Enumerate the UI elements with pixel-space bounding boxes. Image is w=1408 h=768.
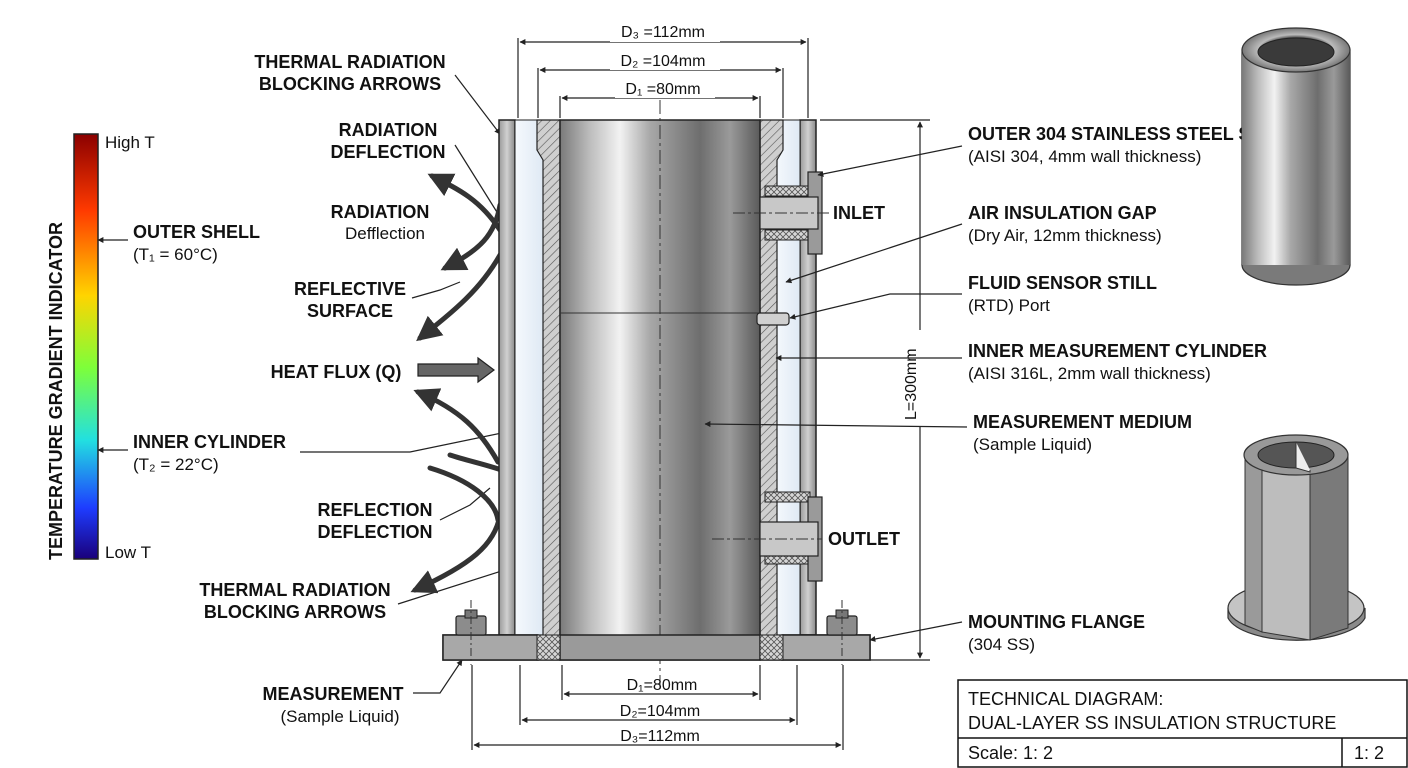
cylinder-3d-view: [1241, 27, 1351, 286]
inner-cylinder-temp: (T₂ = 22°C): [133, 455, 219, 474]
dim-d1-top: D₁ =80mm: [625, 81, 700, 98]
outer-shell-temp: (T₁ = 60°C): [133, 245, 218, 264]
inner-cylinder-steel-sublabel: (AISI 316L, 2mm wall thickness): [968, 364, 1211, 383]
dim-d2-bottom: D₂=104mm: [620, 703, 700, 720]
thermal-radiation-top-label: THERMAL RADIATION: [254, 52, 445, 72]
radiation-arrows: [410, 173, 544, 594]
dim-d3-top: D₃ =112mm: [621, 24, 705, 41]
heat-flux-label: HEAT FLUX (Q): [271, 362, 402, 382]
gradient-bar: [73, 133, 99, 560]
title-block-line1: TECHNICAL DIAGRAM:: [968, 689, 1163, 709]
blocking-arrows-bottom-label: BLOCKING ARROWS: [204, 602, 386, 622]
thermal-radiation-bottom-label: THERMAL RADIATION: [199, 580, 390, 600]
outer-shell-label: OUTER SHELL: [133, 222, 260, 242]
inner-cylinder-label: INNER CYLINDER: [133, 432, 286, 452]
deflection-arrow-2: [440, 202, 503, 271]
radiation-deflection-label-2: DEFLECTION: [331, 142, 446, 162]
flange-sublabel: (304 SS): [968, 635, 1035, 654]
dim-length: L=300mm: [903, 348, 920, 420]
reflection-deflection-label: REFLECTION: [318, 500, 433, 520]
outlet-label: OUTLET: [828, 529, 900, 549]
blocking-arrows-top-label: BLOCKING ARROWS: [259, 74, 441, 94]
gradient-title: TEMPERATURE GRADIENT INDICATOR: [46, 222, 66, 560]
defflection-small-label: Defflection: [345, 224, 425, 243]
title-block-scale-value: 1: 2: [1354, 743, 1384, 763]
flange-label: MOUNTING FLANGE: [968, 612, 1145, 632]
outer-shell-steel-label: OUTER 304 STAINLESS STEEL SHELL: [968, 124, 1297, 144]
cutaway-3d-view: [1227, 434, 1366, 641]
cross-section: [442, 100, 871, 690]
bolt-right-icon: [826, 600, 858, 665]
dim-d3-bottom: D₃=112mm: [620, 728, 700, 745]
inlet-label: INLET: [833, 203, 885, 223]
right-annotations: OUTER 304 STAINLESS STEEL SHELL (AISI 30…: [704, 124, 1297, 654]
left-annotations: THERMAL RADIATION BLOCKING ARROWS RADIAT…: [199, 52, 531, 726]
sensor-label: FLUID SENSOR STILL: [968, 273, 1157, 293]
title-block-scale-label: Scale: 1: 2: [968, 743, 1053, 763]
deflection-arrow-6: [427, 465, 501, 523]
reflection-deflection-label-2: DEFLECTION: [318, 522, 433, 542]
heat-flux-arrow-icon: [417, 356, 495, 384]
dimension-labels: D₃ =112mm D₂ =104mm D₁ =80mm D₁=80mm D₂=…: [610, 20, 922, 745]
outlet-port: [712, 496, 823, 582]
radiation-deflection-label: RADIATION: [339, 120, 438, 140]
air-gap-sublabel: (Dry Air, 12mm thickness): [968, 226, 1162, 245]
reflective-surface-label: REFLECTIVE: [294, 279, 406, 299]
deflection-arrow-4: [413, 388, 501, 465]
title-block-line2: DUAL-LAYER SS INSULATION STRUCTURE: [968, 713, 1336, 733]
reflective-surface-label-2: SURFACE: [307, 301, 393, 321]
medium-label: MEASUREMENT MEDIUM: [973, 412, 1192, 432]
dim-d2-top: D₂ =104mm: [621, 53, 706, 70]
deflection-arrow-1: [427, 173, 503, 233]
air-gap-left: [514, 119, 544, 636]
dim-d1-bottom: D₁=80mm: [627, 677, 698, 694]
sensor-sublabel: (RTD) Port: [968, 296, 1050, 315]
rtd-sensor-icon: [756, 312, 790, 326]
inlet-port: [733, 171, 830, 255]
radiation-small-label: RADIATION: [331, 202, 430, 222]
measurement-label: MEASUREMENT: [262, 684, 403, 704]
medium-sublabel: (Sample Liquid): [973, 435, 1092, 454]
gradient-low-label: Low T: [105, 543, 151, 562]
gradient-high-label: High T: [105, 133, 155, 152]
outer-shell-steel-sublabel: (AISI 304, 4mm wall thickness): [968, 147, 1201, 166]
temperature-gradient-indicator: TEMPERATURE GRADIENT INDICATOR High T Lo…: [46, 133, 556, 562]
measurement-sublabel: (Sample Liquid): [280, 707, 399, 726]
bolt-left-icon: [455, 600, 487, 665]
deflection-arrow-7: [410, 512, 503, 594]
deflection-arrow-3: [416, 252, 503, 342]
outer-shell-left-wall: [498, 119, 516, 636]
air-gap-label: AIR INSULATION GAP: [968, 203, 1157, 223]
inner-cylinder-steel-label: INNER MEASUREMENT CYLINDER: [968, 341, 1267, 361]
title-block: TECHNICAL DIAGRAM: DUAL-LAYER SS INSULAT…: [957, 679, 1408, 768]
